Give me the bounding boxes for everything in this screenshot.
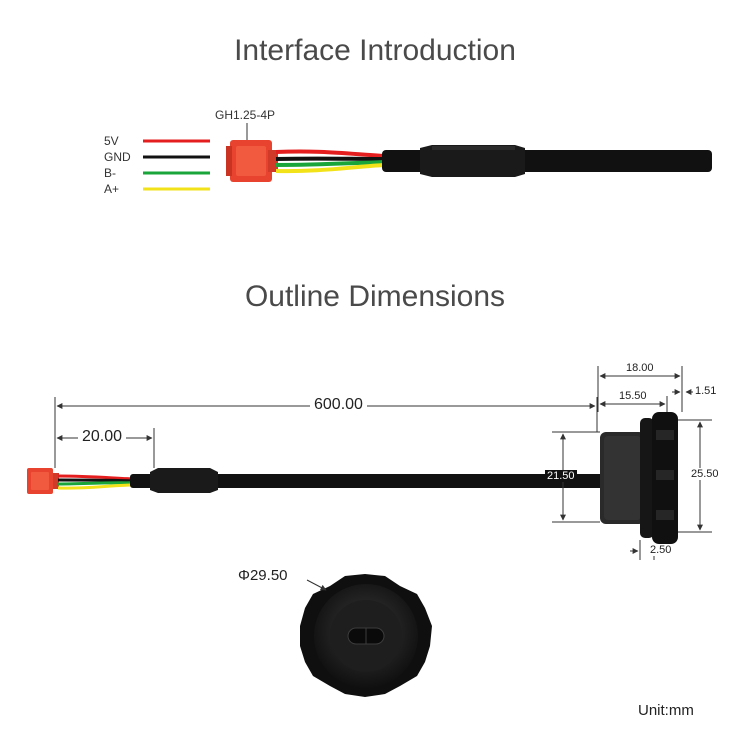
outline-connector xyxy=(27,468,59,494)
dim-text-18: 18.00 xyxy=(624,362,656,374)
dim-text-25-50: 25.50 xyxy=(689,468,721,480)
outline-wires xyxy=(57,474,136,490)
pin-label-b-minus: B- xyxy=(104,166,116,180)
dim-text-15-50: 15.50 xyxy=(617,390,649,402)
cable-wires xyxy=(275,149,386,174)
outline-cable xyxy=(130,468,605,493)
nut-front-view xyxy=(300,574,432,697)
connector-label: GH1.25-4P xyxy=(215,108,276,122)
interface-title: Interface Introduction xyxy=(234,34,516,67)
outline-title: Outline Dimensions xyxy=(244,280,506,313)
dim-18 xyxy=(597,366,683,412)
dim-text-600: 600.00 xyxy=(310,396,367,414)
dim-text-phi-29-50: Φ29.50 xyxy=(234,567,292,584)
connector-gh125 xyxy=(226,140,278,182)
unit-label: Unit:mm xyxy=(638,702,694,719)
pin-label-a-plus: A+ xyxy=(104,182,120,196)
dim-text-20: 20.00 xyxy=(78,428,127,446)
cable xyxy=(382,145,712,177)
dim-text-2-50: 2.50 xyxy=(648,544,674,556)
phi-leader xyxy=(306,579,327,591)
pin-wires xyxy=(143,139,210,191)
dim-text-21-50: 21.50 xyxy=(545,470,577,482)
pin-label-5v: 5V xyxy=(104,134,119,148)
dim-15-50 xyxy=(599,396,668,412)
pin-label-gnd: GND xyxy=(104,150,131,164)
sensor-side-view xyxy=(600,412,678,544)
dim-text-1-51: 1.51 xyxy=(693,385,719,397)
